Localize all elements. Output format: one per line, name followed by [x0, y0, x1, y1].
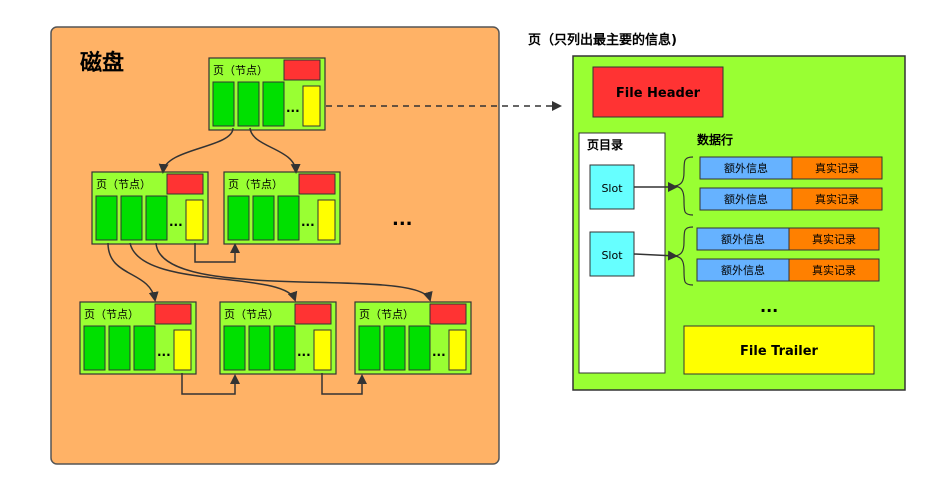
- page-node-l1-right: 页（节点）...: [223, 171, 341, 245]
- record-block: [358, 325, 381, 371]
- page-header-block: [294, 303, 332, 325]
- page-node-label: 页（节点）: [359, 308, 414, 321]
- record-block: [83, 325, 106, 371]
- page-node-label: 页（节点）: [213, 64, 268, 77]
- next-pointer-block: [185, 199, 204, 241]
- record-block: [273, 325, 296, 371]
- extra-info-label: 额外信息: [721, 232, 765, 246]
- slot-box-1: [589, 164, 635, 210]
- page-header-block: [429, 303, 467, 325]
- record-ellipsis: ...: [301, 215, 315, 229]
- data-row: 额外信息 真实记录: [696, 258, 880, 282]
- next-pointer-block: [313, 329, 332, 371]
- slot-label-2: Slot: [601, 249, 623, 262]
- record-block: [133, 325, 156, 371]
- record-ellipsis: ...: [432, 345, 446, 359]
- real-record-cell: [791, 156, 883, 180]
- page-directory-label: 页目录: [587, 138, 623, 152]
- real-record-label: 真实记录: [812, 263, 856, 277]
- next-pointer-block: [302, 85, 321, 127]
- page-node-l2-a: 页（节点）...: [79, 301, 197, 375]
- disk-title: 磁盘: [80, 50, 124, 76]
- record-block: [223, 325, 246, 371]
- extra-info-label: 额外信息: [724, 192, 768, 206]
- record-block: [108, 325, 131, 371]
- real-record-label: 真实记录: [812, 232, 856, 246]
- record-block: [408, 325, 431, 371]
- page-detail-caption: 页（只列出最主要的信息): [528, 32, 677, 48]
- page-header-block: [154, 303, 192, 325]
- file-trailer-label: File Trailer: [740, 344, 818, 359]
- data-rows-more: ...: [760, 297, 778, 316]
- data-row: 额外信息 真实记录: [699, 156, 883, 180]
- record-ellipsis: ...: [286, 101, 300, 115]
- file-header-label: File Header: [616, 86, 701, 101]
- file-header-box: [592, 66, 724, 118]
- record-block: [95, 195, 118, 241]
- real-record-label: 真实记录: [815, 161, 859, 175]
- record-block: [248, 325, 271, 371]
- disk-more-nodes: ...: [392, 209, 413, 230]
- record-block: [262, 81, 285, 127]
- page-node-root: 页（节点）...: [208, 57, 326, 131]
- page-node-label: 页（节点）: [228, 178, 283, 191]
- page-header-block: [283, 59, 321, 81]
- record-block: [252, 195, 275, 241]
- slot-label-1: Slot: [601, 182, 623, 195]
- data-rows-title: 数据行: [697, 132, 733, 147]
- page-node-label: 页（节点）: [96, 178, 151, 191]
- extra-info-label: 额外信息: [724, 161, 768, 175]
- record-block: [227, 195, 250, 241]
- page-node-l2-b: 页（节点）...: [219, 301, 337, 375]
- record-block: [212, 81, 235, 127]
- page-node-label: 页（节点）: [84, 308, 139, 321]
- real-record-cell: [788, 258, 880, 282]
- next-pointer-block: [448, 329, 467, 371]
- real-record-cell: [791, 187, 883, 211]
- record-block: [145, 195, 168, 241]
- record-ellipsis: ...: [157, 345, 171, 359]
- data-row: 额外信息 真实记录: [699, 187, 883, 211]
- page-node-l2-c: 页（节点）...: [354, 301, 472, 375]
- real-record-cell: [788, 227, 880, 251]
- record-block: [120, 195, 143, 241]
- next-pointer-block: [173, 329, 192, 371]
- data-row: 额外信息 真实记录: [696, 227, 880, 251]
- next-pointer-block: [317, 199, 336, 241]
- record-ellipsis: ...: [169, 215, 183, 229]
- record-block: [383, 325, 406, 371]
- page-header-block: [298, 173, 336, 195]
- page-node-label: 页（节点）: [224, 308, 279, 321]
- tree-links: [107, 127, 433, 395]
- record-block: [277, 195, 300, 241]
- page-header-block: [166, 173, 204, 195]
- slot-arrow-2: [633, 250, 678, 261]
- extra-info-label: 额外信息: [721, 263, 765, 277]
- record-ellipsis: ...: [297, 345, 311, 359]
- real-record-label: 真实记录: [815, 192, 859, 206]
- page-node-l1-left: 页（节点）...: [91, 171, 209, 245]
- record-block: [237, 81, 260, 127]
- file-trailer-box: [683, 325, 875, 375]
